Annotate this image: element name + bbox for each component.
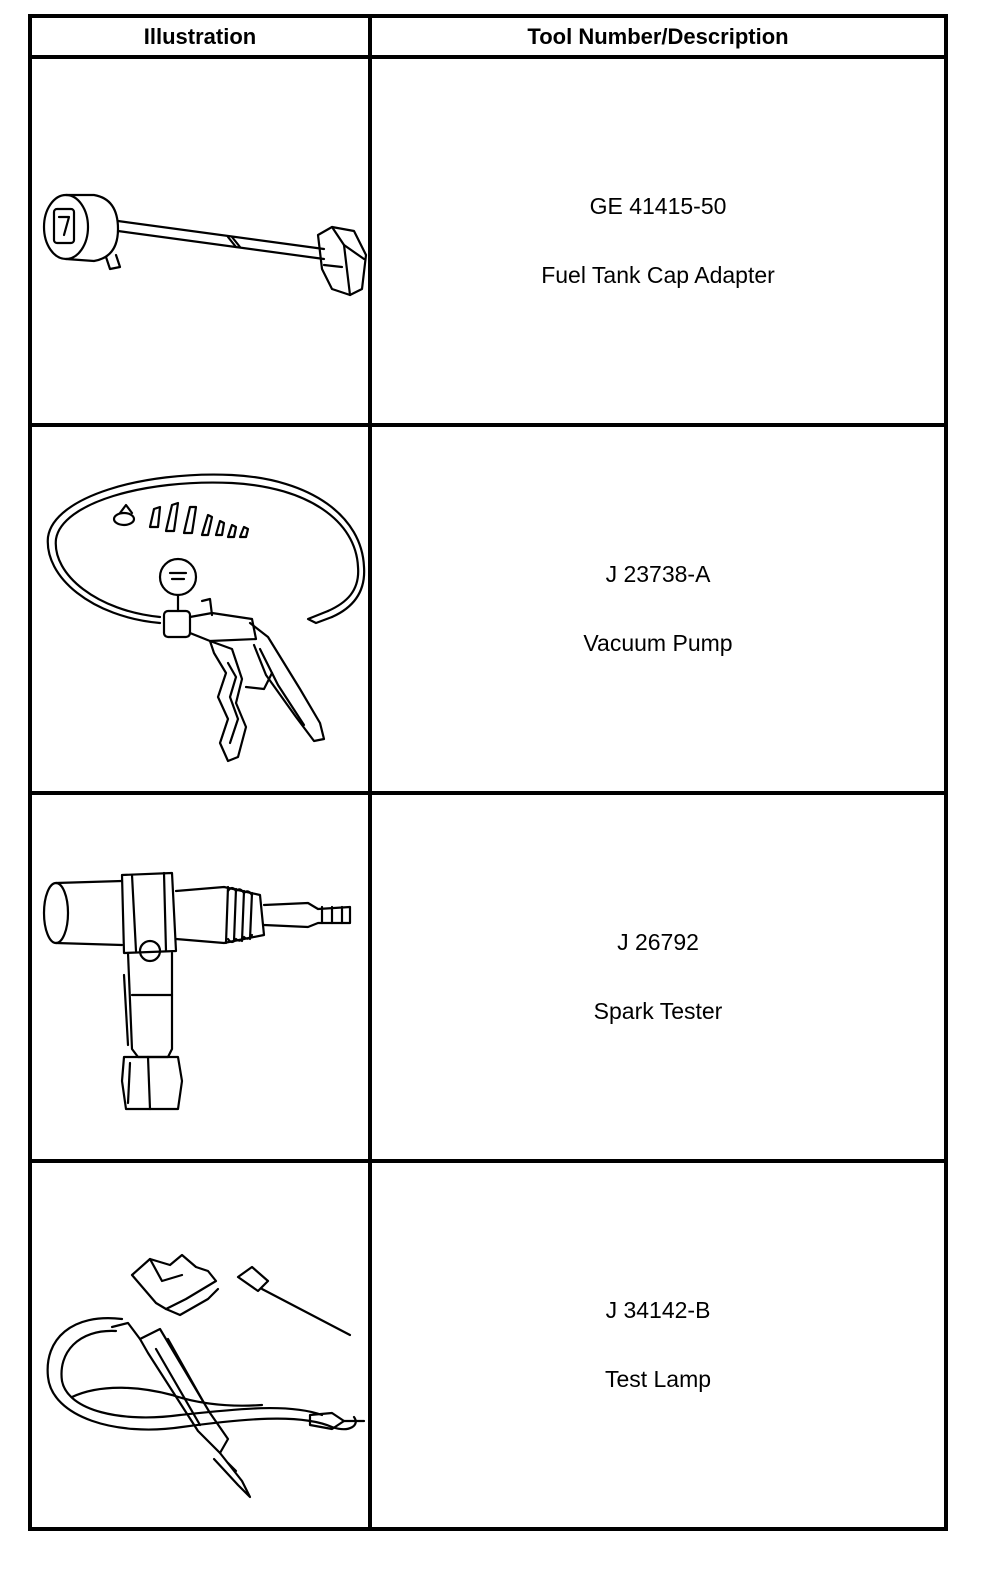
header-tool-number-description: Tool Number/Description <box>368 14 948 59</box>
tool-name: Fuel Tank Cap Adapter <box>541 262 775 288</box>
fuel-tank-cap-adapter-illustration <box>42 193 368 297</box>
header-illustration: Illustration <box>28 14 372 59</box>
table-row: J 23738-A Vacuum Pump <box>28 423 948 795</box>
tool-table: Illustration Tool Number/Description <box>28 14 948 1531</box>
table-row: J 26792 Spark Tester <box>28 791 948 1163</box>
illustration-cell <box>28 55 372 427</box>
tool-number: GE 41415-50 <box>589 193 727 219</box>
table-row: J 34142-B Test Lamp <box>28 1159 948 1531</box>
table-header-row: Illustration Tool Number/Description <box>28 14 948 59</box>
tool-description-cell: GE 41415-50 Fuel Tank Cap Adapter <box>368 55 948 427</box>
tool-number: J 23738-A <box>605 561 711 587</box>
illustration-cell <box>28 423 372 795</box>
spark-tester-illustration <box>42 871 352 1111</box>
tool-description-cell: J 23738-A Vacuum Pump <box>368 423 948 795</box>
tool-description-cell: J 26792 Spark Tester <box>368 791 948 1163</box>
illustration-cell <box>28 791 372 1163</box>
tool-number: J 34142-B <box>605 1297 711 1323</box>
tool-name: Spark Tester <box>593 998 723 1024</box>
vacuum-pump-illustration <box>46 473 366 763</box>
tool-name: Test Lamp <box>604 1366 712 1392</box>
tool-name: Vacuum Pump <box>583 630 733 656</box>
tool-number: J 26792 <box>617 929 699 955</box>
illustration-cell <box>28 1159 372 1531</box>
tool-description-cell: J 34142-B Test Lamp <box>368 1159 948 1531</box>
test-lamp-illustration <box>46 1253 366 1499</box>
table-row: GE 41415-50 Fuel Tank Cap Adapter <box>28 55 948 427</box>
